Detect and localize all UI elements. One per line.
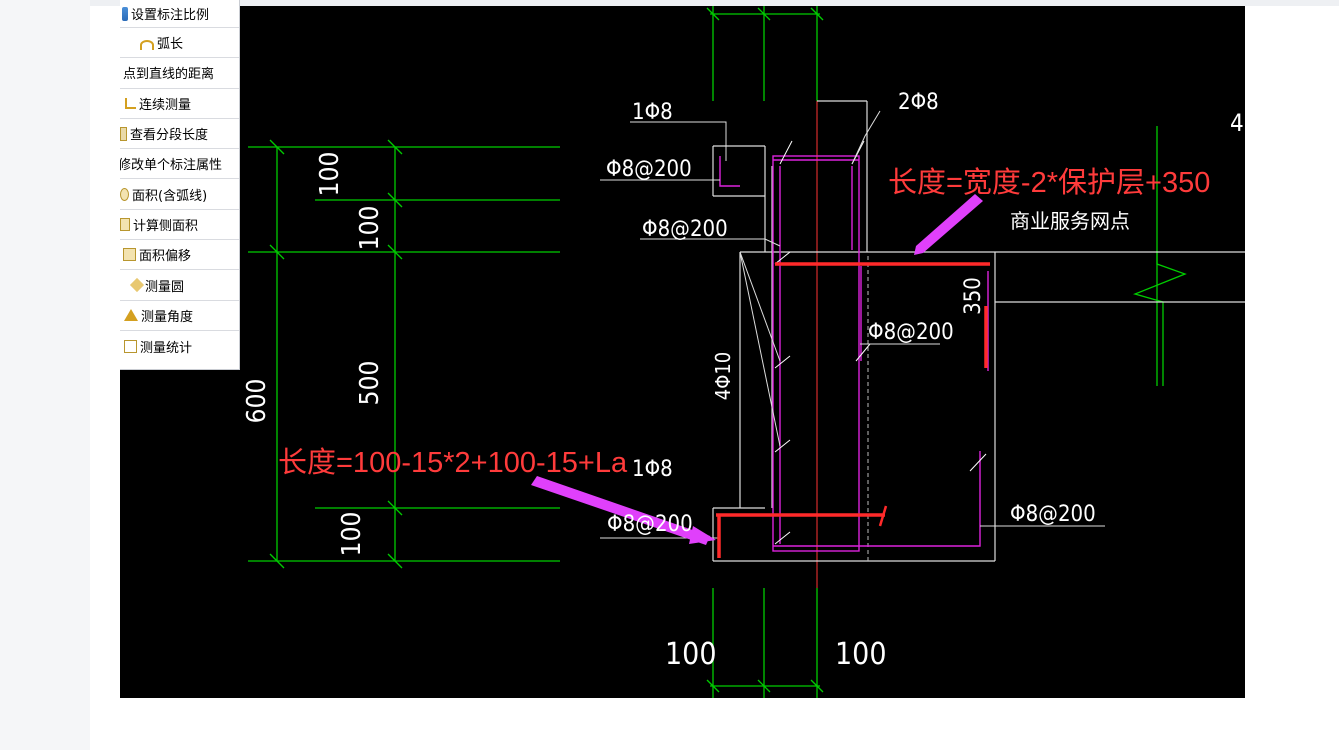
- stirrup-top-mid: Φ8@200: [642, 217, 728, 242]
- bottom-formula: 长度=100-15*2+100-15+La: [278, 446, 628, 479]
- menu-item-measure-circle[interactable]: 测量圆: [120, 270, 239, 301]
- leader-lines: [600, 110, 1105, 539]
- highlight-rebar: [716, 262, 990, 558]
- stirrup-mid: Φ8@200: [868, 320, 954, 345]
- menu-item-segment-length[interactable]: 查看分段长度: [120, 119, 239, 150]
- label-shop: 商业服务网点: [1010, 209, 1130, 233]
- segment-length-icon: [120, 126, 127, 141]
- dim-bottom-right: 100: [835, 637, 887, 672]
- continuous-measure-icon: [125, 97, 136, 109]
- menu-item-continuous-measure[interactable]: 连续测量: [120, 89, 239, 119]
- menu-item-label: 查看分段长度: [130, 128, 209, 144]
- menu-item-point-line-distance[interactable]: 点到直线的距离: [120, 58, 239, 89]
- cad-drawing: 200 100 100 600 500 100 350 100 100 4 1Φ…: [120, 6, 1245, 698]
- menu-item-label: 连续测量: [139, 97, 192, 113]
- menu-item-label: 修改单个标注属性: [120, 158, 223, 174]
- menu-item-label: 点到直线的距离: [123, 67, 215, 83]
- stirrup-top-left: Φ8@200: [606, 157, 692, 182]
- scale-icon: [122, 6, 128, 21]
- rebar-4phi10: 4Φ10: [711, 352, 735, 401]
- menu-item-arc-length[interactable]: 弧长: [120, 28, 239, 59]
- top-formula: 长度=宽度-2*保护层+350: [888, 166, 1210, 199]
- dim-600: 600: [242, 379, 272, 424]
- left-margin: [0, 0, 90, 750]
- menu-item-measure-stats[interactable]: 测量统计: [120, 331, 239, 361]
- rebar-tick-marks: [774, 140, 987, 545]
- menu-item-label: 测量角度: [141, 309, 194, 325]
- right-dimension-lines: [1132, 126, 1187, 386]
- dim-100c: 100: [337, 512, 367, 557]
- arc-length-icon: [140, 39, 154, 50]
- bottom-dimension-lines: [706, 588, 824, 698]
- rebar-1phi8-top: 1Φ8: [632, 100, 673, 125]
- rebar-labels: 1Φ8 2Φ8 Φ8@200 Φ8@200 Φ8@200 4Φ10 1Φ8 Φ8…: [606, 90, 1130, 537]
- menu-item-label: 计算侧面积: [133, 218, 199, 234]
- menu-item-area-offset[interactable]: 面积偏移: [120, 240, 239, 271]
- measure-circle-icon: [129, 277, 145, 293]
- measure-angle-icon: [124, 309, 138, 322]
- top-border: [90, 0, 1339, 6]
- menu-item-edit-dimension[interactable]: 修改单个标注属性: [120, 149, 239, 180]
- top-arrow: [914, 194, 983, 255]
- side-area-icon: [120, 217, 130, 231]
- dim-100b: 100: [355, 206, 385, 251]
- menu-item-label: 面积(含弧线): [132, 188, 208, 204]
- menu-item-area-arc[interactable]: 面积(含弧线): [120, 179, 239, 210]
- menu-item-label: 测量圆: [145, 279, 185, 295]
- measure-stats-icon: [124, 339, 137, 353]
- cad-canvas: 200 100 100 600 500 100 350 100 100 4 1Φ…: [215, 6, 1245, 698]
- area-offset-icon: [123, 248, 136, 262]
- left-dimension-lines: [248, 139, 560, 569]
- annotation-arrows: [531, 194, 983, 545]
- dim-500: 500: [355, 361, 385, 406]
- rebar-2phi8: 2Φ8: [898, 90, 939, 115]
- menu-item-measure-angle[interactable]: 测量角度: [120, 301, 239, 331]
- wall-outline: [712, 100, 1245, 562]
- edge-mark: 4: [1230, 109, 1244, 137]
- menu-item-label: 测量统计: [140, 340, 193, 356]
- bottom-arrow-head: [689, 526, 716, 544]
- rebar-lines: [719, 155, 989, 552]
- top-dimension-lines: [706, 6, 824, 101]
- dim-350: 350: [961, 277, 986, 315]
- menu-item-label: 面积偏移: [139, 249, 192, 265]
- dim-bottom-left: 100: [665, 637, 717, 672]
- dim-100a: 100: [315, 152, 345, 197]
- menu-item-label: 设置标注比例: [131, 8, 210, 23]
- measure-tool-menu: 设置标注比例 弧长 点到直线的距离 连续测量 查看分段长度 修改单个标注属性 面…: [120, 0, 240, 370]
- rebar-1phi8-bottom: 1Φ8: [632, 457, 673, 482]
- highlight-rebar-end: [878, 505, 888, 527]
- menu-item-label: 弧长: [157, 37, 184, 53]
- stirrup-bottom-right: Φ8@200: [1010, 502, 1096, 527]
- menu-item-side-area[interactable]: 计算侧面积: [120, 210, 239, 241]
- stirrup-bottom-left: Φ8@200: [607, 512, 693, 537]
- bottom-arrow-shaft: [531, 476, 710, 545]
- area-arc-icon: [120, 187, 129, 201]
- menu-item-set-scale[interactable]: 设置标注比例: [120, 0, 239, 28]
